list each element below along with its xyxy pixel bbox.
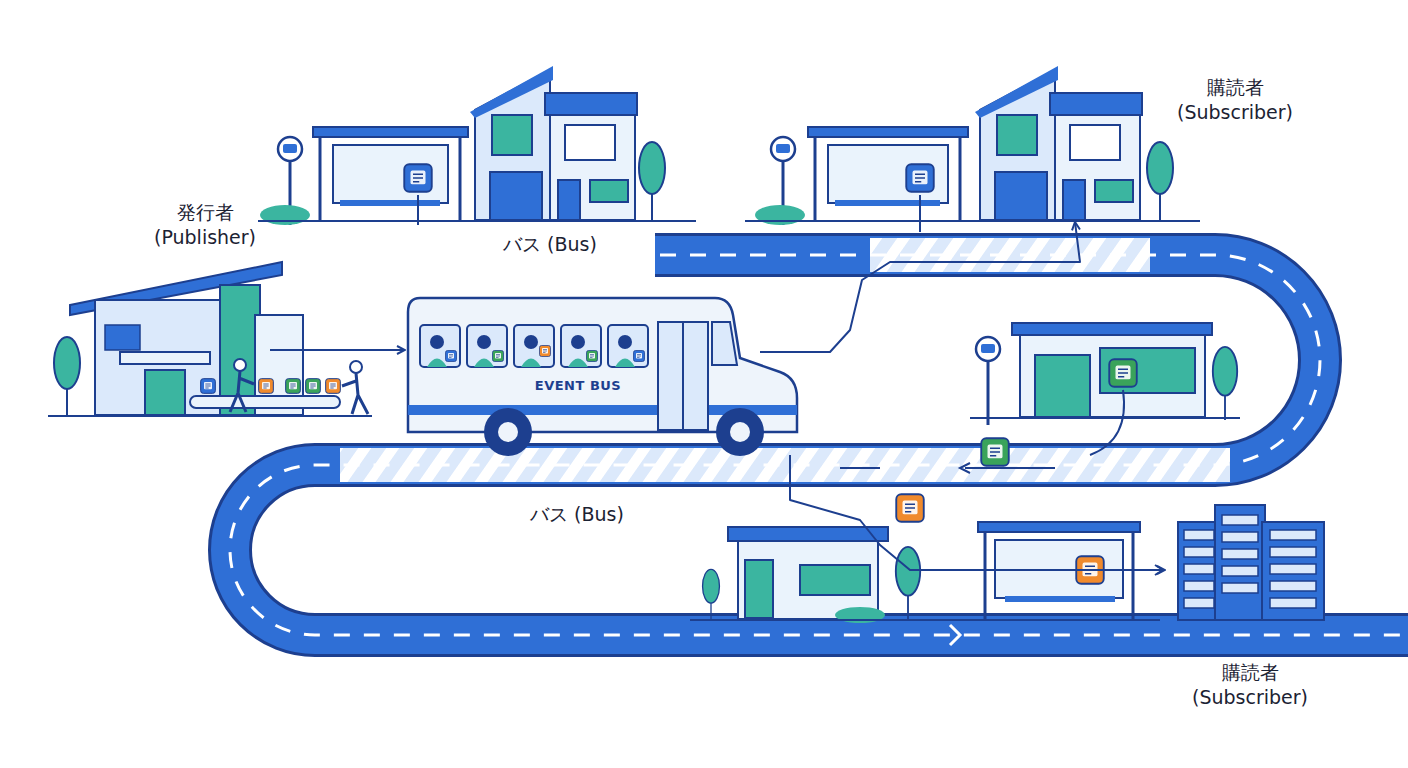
server-slot	[1222, 549, 1258, 559]
event-bus: EVENT BUS	[405, 295, 800, 455]
bus-label: バス (Bus)	[490, 232, 610, 257]
server-slot	[1270, 598, 1316, 608]
node-label: 購読者 (Subscriber)	[1160, 75, 1310, 124]
node-label: 購読者 (Subscriber)	[1165, 660, 1335, 709]
node-label: 発行者 (Publisher)	[135, 200, 275, 249]
flow-arrow	[790, 455, 1165, 570]
server-slot	[1184, 598, 1214, 608]
subscriber-house: 購読者 (Subscriber)	[975, 70, 1310, 222]
flow-arrow	[270, 349, 405, 351]
server-slot	[1184, 547, 1214, 557]
bus-name: EVENT BUS	[520, 378, 636, 395]
bus-label: バス (Bus)	[517, 502, 637, 527]
publisher-building: 発行者 (Publisher)	[50, 195, 310, 415]
server-slot	[1184, 530, 1214, 540]
server-slot	[1222, 583, 1258, 593]
server-slot	[1270, 547, 1316, 557]
server-slot	[1222, 566, 1258, 576]
server-slot	[1270, 530, 1316, 540]
server-slot	[1270, 581, 1316, 591]
server-slot	[1222, 532, 1258, 542]
server-slot	[1222, 515, 1258, 525]
flow-arrow	[760, 222, 1080, 352]
server-slot	[1270, 564, 1316, 574]
server-slot	[1184, 581, 1214, 591]
subscriber-server: 購読者 (Subscriber)	[1165, 500, 1335, 725]
server-slot	[1184, 564, 1214, 574]
